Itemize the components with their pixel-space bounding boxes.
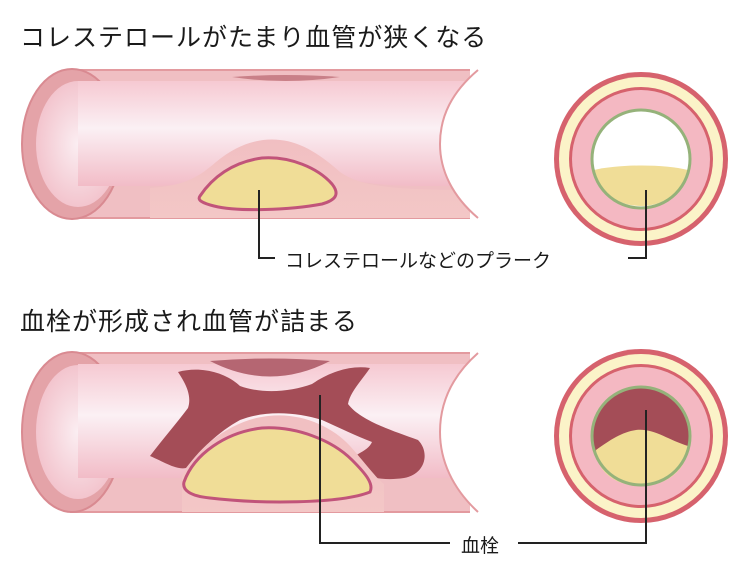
section-1-title: コレステロールがたまり血管が狭くなる: [20, 23, 488, 52]
vessel-2: [21, 351, 479, 513]
plaque-callout-label: コレステロールなどのプラーク: [285, 250, 552, 272]
vessel-1: [21, 68, 479, 220]
cross-plaque-1: [594, 165, 688, 206]
thrombus-callout-label: 血栓: [461, 535, 500, 557]
thrombus: [150, 367, 425, 480]
cross-plaque-2: [596, 429, 688, 486]
cross-section-2: [554, 349, 728, 523]
leader-line-1: [258, 190, 647, 259]
plaque-1: [197, 156, 338, 212]
leader-line-2: [319, 395, 647, 544]
section-2-title: 血栓が形成され血管が詰まる: [20, 307, 359, 336]
plaque-2: [182, 426, 373, 504]
cross-section-1: [554, 72, 728, 246]
